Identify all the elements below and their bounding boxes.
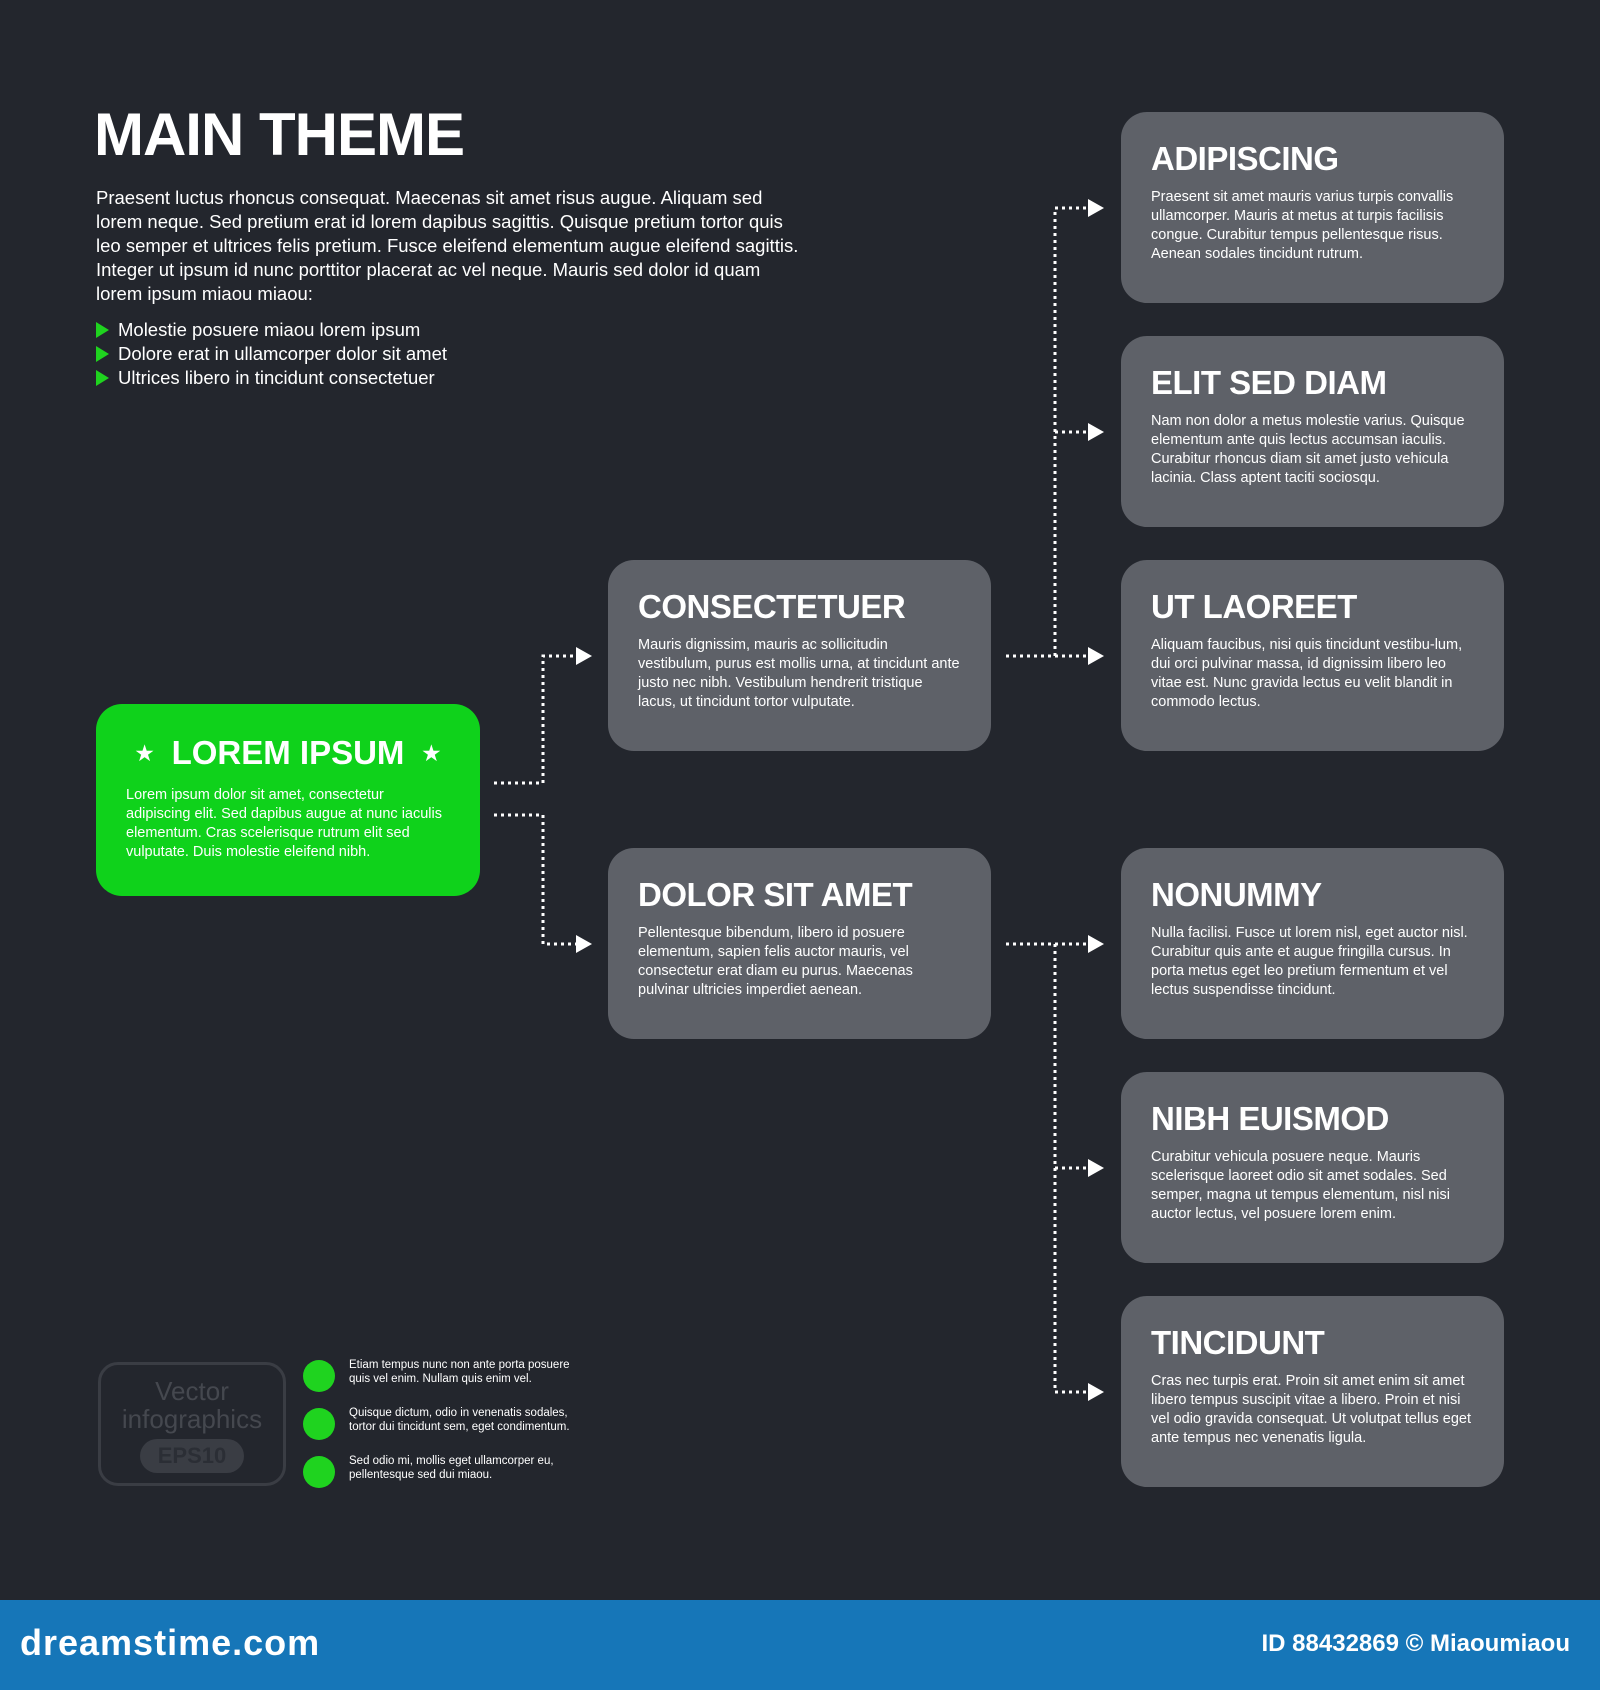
vector-infographics-badge: Vector infographics EPS10 bbox=[98, 1362, 286, 1486]
node-nonummy: NONUMMY Nulla facilisi. Fusce ut lorem n… bbox=[1121, 848, 1504, 1039]
node-dolor-sit-amet: DOLOR SIT AMET Pellentesque bibendum, li… bbox=[608, 848, 991, 1039]
connector-lines bbox=[494, 199, 1104, 1401]
node-text: Nulla facilisi. Fusce ut lorem nisl, ege… bbox=[1151, 925, 1468, 998]
legend-item: Sed odio mi, mollis eget ullamcorper eu,… bbox=[303, 1454, 589, 1502]
node-adipiscing: ADIPISCING Praesent sit amet mauris vari… bbox=[1121, 112, 1504, 303]
node-title: ADIPISCING bbox=[1151, 140, 1339, 177]
root-node: ★ LOREM IPSUM ★ Lorem ipsum dolor sit am… bbox=[96, 704, 480, 896]
list-item: Molestie posuere miaou lorem ipsum bbox=[96, 318, 447, 342]
node-title: TINCIDUNT bbox=[1151, 1324, 1325, 1361]
triangle-bullet-icon bbox=[96, 370, 109, 386]
node-title: UT LAOREET bbox=[1151, 588, 1357, 625]
node-text: Praesent sit amet mauris varius turpis c… bbox=[1151, 189, 1454, 262]
node-text: Pellentesque bibendum, libero id posuere… bbox=[638, 925, 913, 998]
node-text: Lorem ipsum dolor sit amet, consectetur … bbox=[126, 787, 442, 860]
node-title: NONUMMY bbox=[1151, 876, 1322, 913]
node-consectetuer: CONSECTETUER Mauris dignissim, mauris ac… bbox=[608, 560, 991, 751]
node-tincidunt: TINCIDUNT Cras nec turpis erat. Proin si… bbox=[1121, 1296, 1504, 1487]
diagram-canvas: MAIN THEME Praesent luctus rhoncus conse… bbox=[94, 101, 1504, 1502]
legend-item: Etiam tempus nunc non ante porta posuere… bbox=[303, 1358, 589, 1406]
green-dot-icon bbox=[303, 1456, 335, 1488]
node-nibh-euismod: NIBH EUISMOD Curabitur vehicula posuere … bbox=[1121, 1072, 1504, 1263]
intro-paragraph: Praesent luctus rhoncus consequat. Maece… bbox=[96, 187, 799, 304]
list-item: Ultrices libero in tincidunt consectetue… bbox=[96, 366, 447, 390]
node-text: Nam non dolor a metus molestie varius. Q… bbox=[1151, 413, 1465, 486]
node-title: DOLOR SIT AMET bbox=[638, 876, 913, 913]
node-title: NIBH EUISMOD bbox=[1151, 1100, 1389, 1137]
format-pill: EPS10 bbox=[139, 1439, 245, 1473]
node-text: Curabitur vehicula posuere neque. Mauris… bbox=[1151, 1149, 1450, 1222]
triangle-bullet-icon bbox=[96, 322, 109, 338]
bullet-list: Molestie posuere miaou lorem ipsum Dolor… bbox=[96, 318, 447, 390]
node-ut-laoreet: UT LAOREET Aliquam faucibus, nisi quis t… bbox=[1121, 560, 1504, 751]
node-elit-sed-diam: ELIT SED DIAM Nam non dolor a metus mole… bbox=[1121, 336, 1504, 527]
legend: Etiam tempus nunc non ante porta posuere… bbox=[303, 1358, 589, 1502]
star-icon: ★ bbox=[135, 742, 154, 765]
triangle-bullet-icon bbox=[96, 346, 109, 362]
footer-bar: dreamstime.com ID 88432869 © Miaoumiaou bbox=[0, 1600, 1600, 1690]
list-item: Dolore erat in ullamcorper dolor sit ame… bbox=[96, 342, 447, 366]
page-title: MAIN THEME bbox=[94, 101, 465, 168]
image-credit: ID 88432869 © Miaoumiaou bbox=[1261, 1630, 1570, 1657]
node-title: CONSECTETUER bbox=[638, 588, 906, 625]
green-dot-icon bbox=[303, 1408, 335, 1440]
node-title: ELIT SED DIAM bbox=[1151, 364, 1387, 401]
node-text: Cras nec turpis erat. Proin sit amet eni… bbox=[1151, 1373, 1472, 1446]
legend-item: Quisque dictum, odio in venenatis sodale… bbox=[303, 1406, 589, 1454]
green-dot-icon bbox=[303, 1360, 335, 1392]
node-text: Aliquam faucibus, nisi quis tincidunt ve… bbox=[1151, 637, 1463, 710]
node-title: LOREM IPSUM bbox=[171, 734, 405, 771]
brand-logo: dreamstime.com bbox=[20, 1622, 321, 1663]
node-text: Mauris dignissim, mauris ac sollicitudin… bbox=[638, 637, 960, 710]
star-icon: ★ bbox=[422, 742, 441, 765]
